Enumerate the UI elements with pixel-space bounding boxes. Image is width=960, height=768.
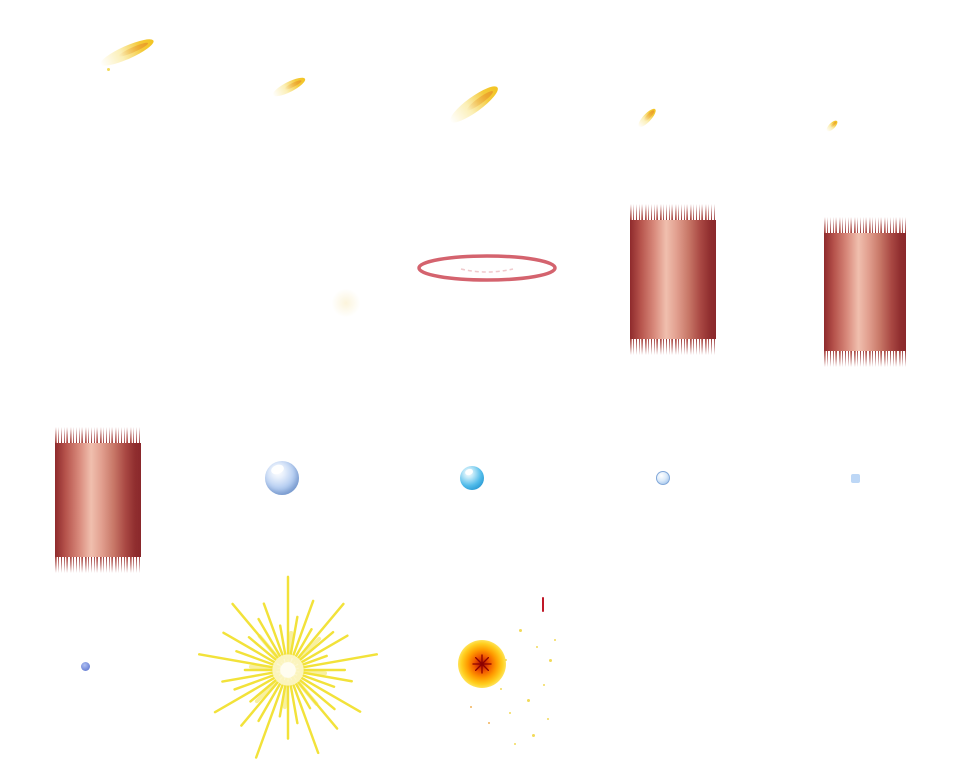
sparkle-speck bbox=[536, 646, 538, 648]
firecracker-frayed-edge bbox=[55, 427, 141, 443]
sparkle-speck bbox=[488, 722, 490, 724]
firecracker-sprite bbox=[55, 427, 141, 573]
comet-spark-icon bbox=[635, 106, 659, 130]
sparkle-speck bbox=[527, 699, 530, 702]
smoke-ring-sprite bbox=[417, 254, 557, 282]
sparkle-speck bbox=[547, 718, 549, 720]
firecracker-body bbox=[55, 443, 141, 557]
bubble-sprite-tiny bbox=[851, 474, 860, 483]
sparkle-speck bbox=[543, 684, 545, 686]
sparkle-speck bbox=[532, 734, 535, 737]
sparkle-speck bbox=[505, 659, 507, 661]
firecracker-frayed-edge bbox=[630, 204, 716, 220]
starburst-firework-sprite bbox=[197, 575, 379, 759]
sparkle-speck bbox=[509, 712, 511, 714]
bubble-sprite-small bbox=[656, 471, 670, 485]
sparkle-speck bbox=[500, 688, 502, 690]
firecracker-frayed-edge bbox=[630, 339, 716, 355]
red-dash-sprite bbox=[542, 597, 544, 612]
glow-orb-sprite bbox=[458, 640, 506, 688]
sparkle-speck bbox=[470, 706, 472, 708]
comet-spark-icon bbox=[270, 74, 308, 100]
blue-dot-sprite bbox=[81, 662, 90, 671]
firecracker-sprite bbox=[824, 217, 906, 367]
smoke-ring-ellipse bbox=[417, 254, 557, 282]
sparkle-speck bbox=[519, 629, 522, 632]
comet-spark-icon bbox=[97, 34, 157, 71]
spark-speck bbox=[107, 68, 110, 71]
sparkle-speck bbox=[549, 659, 552, 662]
glow-orb-star-icon bbox=[472, 654, 492, 674]
firecracker-sprite bbox=[630, 204, 716, 355]
firecracker-frayed-edge bbox=[55, 557, 141, 573]
glow-orb-star-rays bbox=[472, 654, 492, 674]
comet-spark-icon bbox=[446, 81, 502, 128]
starburst-center-core bbox=[280, 662, 296, 678]
firecracker-frayed-edge bbox=[824, 217, 906, 233]
firecracker-body bbox=[824, 233, 906, 351]
bubble-sprite-medium bbox=[460, 466, 484, 490]
firecracker-body bbox=[630, 220, 716, 339]
faint-puff-sprite bbox=[331, 289, 361, 317]
sparkle-speck bbox=[554, 639, 556, 641]
firecracker-frayed-edge bbox=[824, 351, 906, 367]
comet-spark-icon bbox=[824, 118, 840, 134]
smoke-ring-inner-dashes bbox=[460, 268, 514, 273]
bubble-sprite-large bbox=[265, 461, 299, 495]
sparkle-speck bbox=[514, 743, 516, 745]
